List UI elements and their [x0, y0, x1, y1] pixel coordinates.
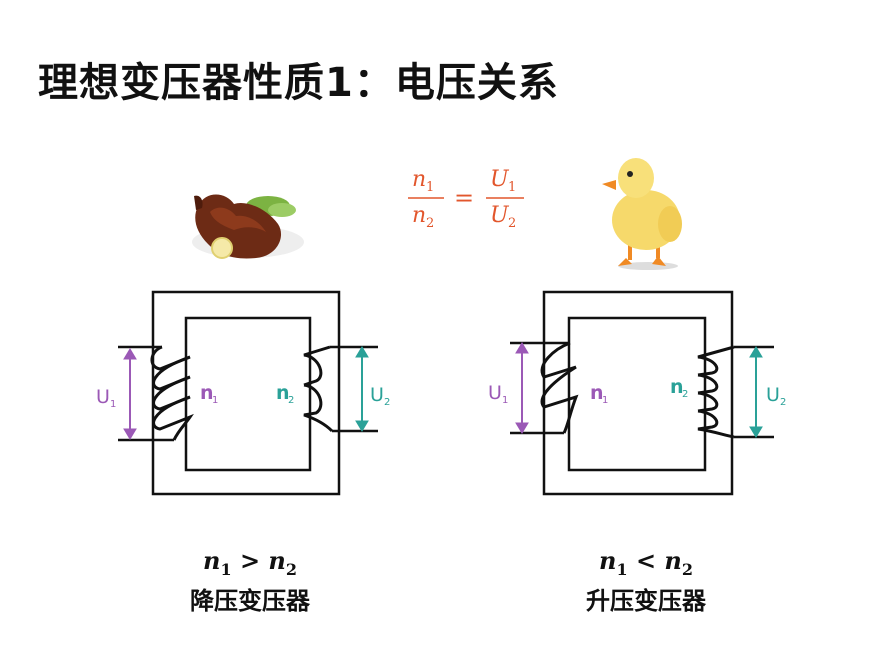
u1-label: U [488, 382, 502, 404]
n1-label-sub: 1 [602, 395, 608, 406]
n1-label: n [200, 382, 214, 404]
formula-den-right: U [490, 203, 510, 228]
secondary-coil [697, 345, 735, 439]
primary-coil [150, 345, 194, 441]
primary-coil [540, 341, 579, 434]
u1-label: U [96, 386, 110, 408]
n2-label: n [670, 376, 684, 398]
formula-num-left: n [412, 167, 426, 192]
step-down-caption: n1 > n2 降压变压器 [150, 546, 350, 616]
u2-arrow [749, 346, 763, 438]
step-down-relation: n1 > n2 [202, 546, 297, 579]
voltage-ratio-formula: n 1 n 2 = U 1 U 2 [408, 167, 524, 231]
roast-duck-image [192, 194, 304, 259]
n2-label-sub: 2 [682, 389, 688, 400]
formula-den-left: n [412, 203, 426, 228]
core-outer [151, 290, 341, 496]
page-title: 理想变压器性质1：电压关系 [38, 60, 559, 106]
core-inner [184, 316, 312, 472]
formula-num-right: U [490, 167, 510, 192]
formula-num-right-sub: 1 [508, 180, 516, 195]
u2-label-sub: 2 [384, 397, 390, 408]
u2-label-sub: 2 [780, 397, 786, 408]
duckling-image [602, 158, 682, 270]
u1-arrow [515, 342, 529, 434]
formula-equals: = [454, 184, 474, 212]
u1-label-sub: 1 [502, 395, 508, 406]
formula-num-left-sub: 1 [426, 180, 434, 195]
formula-den-left-sub: 2 [426, 216, 434, 231]
step-down-transformer-diagram: U 1 n 1 n 2 U 2 [96, 290, 390, 496]
step-down-name: 降压变压器 [190, 586, 310, 615]
u2-label: U [766, 384, 780, 406]
n2-label: n [276, 382, 290, 404]
n1-label: n [590, 382, 604, 404]
step-up-relation: n1 < n2 [598, 546, 693, 579]
formula-den-right-sub: 2 [508, 216, 516, 231]
n2-label-sub: 2 [288, 395, 294, 406]
step-up-name: 升压变压器 [586, 586, 706, 615]
n1-label-sub: 1 [212, 395, 218, 406]
secondary-coil [303, 345, 334, 433]
u1-label-sub: 1 [110, 399, 116, 410]
step-up-transformer-diagram: U 1 n 1 n 2 U 2 [488, 290, 786, 496]
u1-arrow [123, 348, 137, 440]
u2-label: U [370, 384, 384, 406]
u2-arrow [355, 346, 369, 432]
step-up-caption: n1 < n2 升压变压器 [546, 546, 746, 616]
